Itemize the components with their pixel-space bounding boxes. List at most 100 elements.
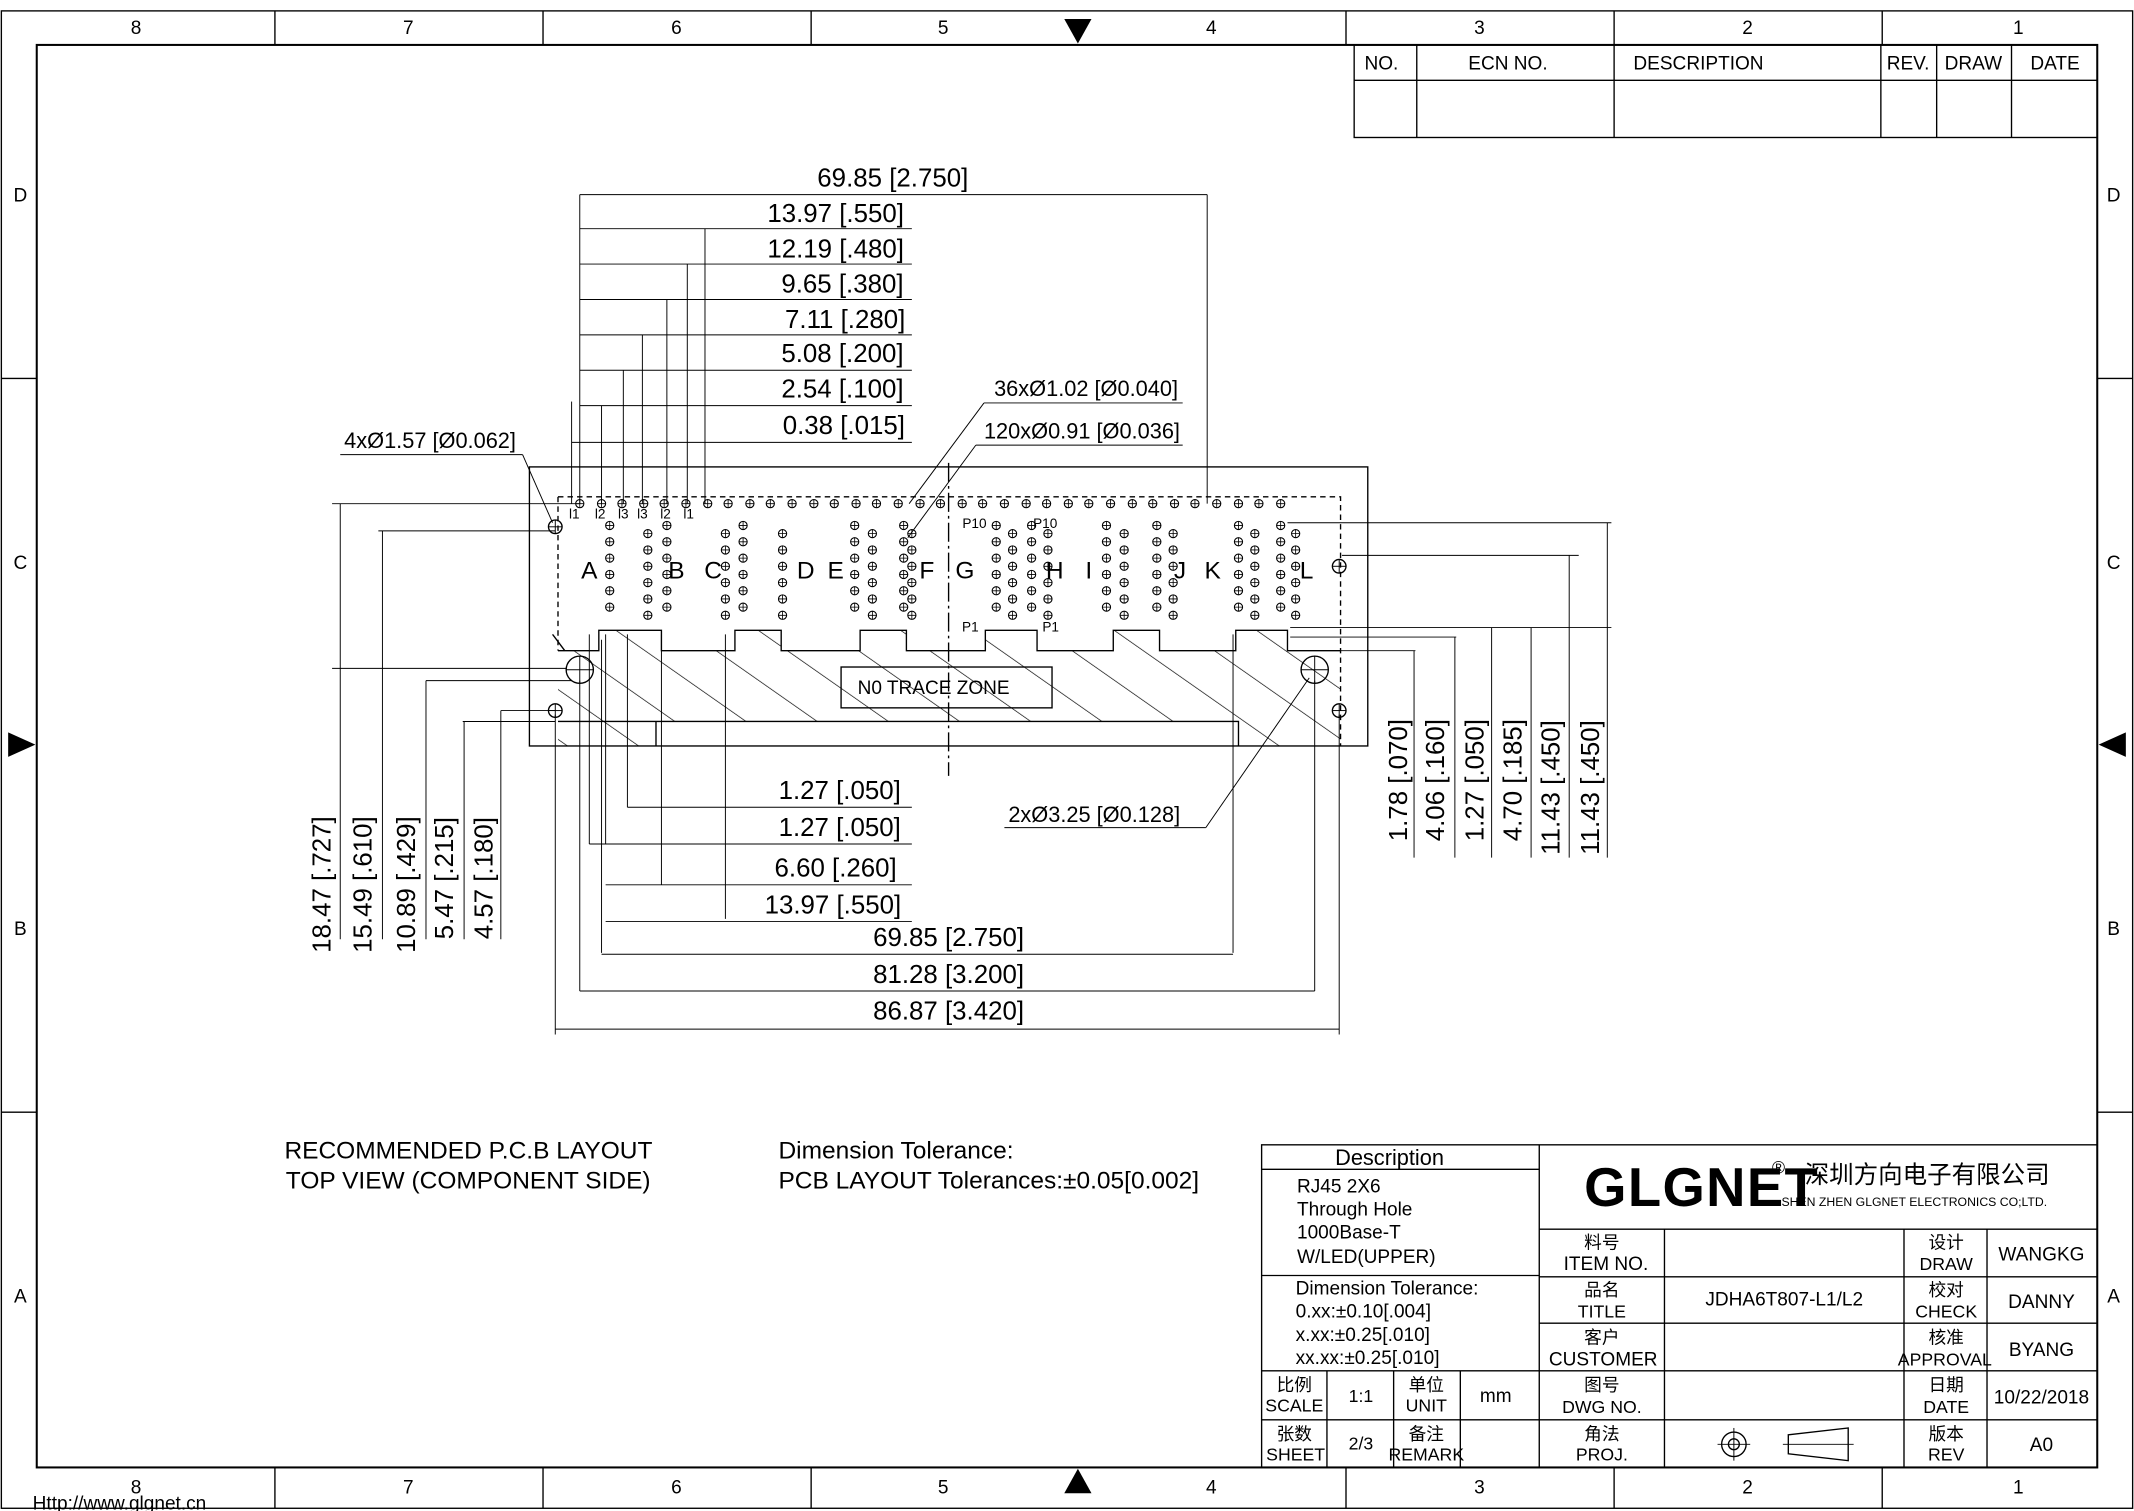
check-label-cn: 校对 <box>1928 1280 1963 1300</box>
dim-left: 10.89 [.429] <box>393 816 421 953</box>
draw-label: DRAW <box>1919 1254 1973 1274</box>
pin-hole-cross <box>681 499 691 508</box>
row-label-right-a: A <box>2107 1287 2120 1308</box>
pin-hole-cross <box>1291 529 1300 538</box>
pin-hole-cross <box>992 570 1001 579</box>
dim-top-overall: 69.85 [2.750] <box>817 164 968 192</box>
item-no-label: ITEM NO. <box>1564 1254 1649 1275</box>
pin-hole-cross <box>1291 562 1300 571</box>
dim-bottom: 6.60 [.260] <box>775 855 897 883</box>
pin-hole-cross <box>1152 554 1161 563</box>
pin-hole-cross <box>1043 562 1053 571</box>
port-letter-d: D <box>797 558 815 585</box>
pin-hole-cross <box>778 545 787 555</box>
pin-hole-cross <box>1008 578 1017 587</box>
pin-hole-cross <box>605 586 614 595</box>
pin-hole-cross <box>868 529 877 538</box>
scale-value: 1:1 <box>1349 1386 1374 1406</box>
dim-top: 5.08 [.200] <box>781 340 903 368</box>
pin-hole-cross <box>739 586 748 595</box>
proj-label-cn: 角法 <box>1584 1424 1619 1444</box>
dim-bottom: 13.97 [.550] <box>765 891 902 919</box>
pin-hole-cross <box>1169 545 1178 555</box>
pin-hole-cross <box>899 603 908 612</box>
pin-hole-cross <box>1043 545 1053 555</box>
pin-hole-cross <box>778 562 787 571</box>
right-dimensions: 1.78 [.070] 4.06 [.160] 1.27 [.050] 4.70… <box>1287 522 1612 858</box>
pin-hole-cross <box>1276 554 1285 563</box>
pin-array <box>575 499 1301 620</box>
pin-hole-cross <box>915 499 925 508</box>
dim-left: 5.47 [.215] <box>431 817 459 939</box>
rev-value: A0 <box>2030 1435 2053 1456</box>
pin-hole-cross <box>992 586 1001 595</box>
col-label-top-8: 8 <box>131 18 142 39</box>
col-label-bottom-2: 2 <box>1742 1477 1753 1498</box>
pin-hole-cross <box>739 537 748 546</box>
registered-mark: ® <box>1772 1157 1785 1177</box>
item-no-label-cn: 料号 <box>1584 1232 1619 1252</box>
pcb-tolerance: PCB LAYOUT Tolerances:±0.05[0.002] <box>778 1167 1199 1194</box>
description-header: Description <box>1335 1145 1444 1170</box>
pin-hole-cross <box>978 499 987 508</box>
rev-header-no: NO. <box>1364 53 1398 74</box>
rev-label-cn: 版本 <box>1928 1424 1964 1444</box>
pin-hole-cross <box>1043 578 1053 587</box>
col-label-bottom-4: 4 <box>1206 1477 1217 1498</box>
pin-hole-cross <box>1250 529 1259 538</box>
pin-hole-cross <box>1043 529 1053 538</box>
pin-hole-cross <box>1064 499 1073 508</box>
led-label: l2 <box>595 507 606 522</box>
footer-url[interactable]: Http://www.glgnet.cn <box>33 1494 207 1511</box>
pin-hole-cross <box>643 611 652 620</box>
pin-hole-cross <box>868 545 877 555</box>
pin-hole-cross <box>1102 603 1111 612</box>
led-label: l1 <box>569 507 580 522</box>
pin-hole-cross <box>1148 499 1157 508</box>
pin-hole-cross <box>739 554 748 563</box>
port-letter-a: A <box>581 558 598 585</box>
pin-hole-cross <box>1120 578 1129 587</box>
port-letters: A B C D E F G H I J K L <box>581 558 1313 585</box>
pin-hole-cross <box>1276 586 1285 595</box>
pin-hole-cross <box>899 554 908 563</box>
customer-label: CUSTOMER <box>1549 1349 1658 1370</box>
pin-hole-cross <box>1120 594 1129 604</box>
pin-hole-cross <box>907 578 916 587</box>
pin-hole-cross <box>850 586 859 595</box>
dim-left: 18.47 [.727] <box>309 816 337 953</box>
pin-hole-cross <box>992 537 1001 546</box>
pin-hole-cross <box>1250 545 1259 555</box>
pin-hole-cross <box>1152 521 1161 530</box>
top-dimensions: 69.85 [2.750] 13.97 [.550] 12.19 [.480] … <box>571 164 1208 504</box>
pin-hole-cross <box>872 499 881 508</box>
pin-hole-cross <box>907 545 916 555</box>
dim-top: 12.19 [.480] <box>767 235 904 263</box>
pin-hole-cross <box>721 611 730 620</box>
led-label: l2 <box>660 507 671 522</box>
pin-hole-cross <box>1152 603 1161 612</box>
description-line: RJ45 2X6 <box>1297 1176 1381 1197</box>
dim-bottom: 1.27 [.050] <box>779 814 901 842</box>
col-label-top-2: 2 <box>1742 18 1753 39</box>
row-label-left-d: D <box>14 185 28 206</box>
pin-hole-cross <box>662 521 671 530</box>
date-label-cn: 日期 <box>1928 1375 1963 1395</box>
check-label: CHECK <box>1915 1302 1977 1322</box>
pin-hole-cross <box>1042 499 1051 508</box>
pin-hole-cross <box>605 537 614 546</box>
col-label-bottom-5: 5 <box>938 1477 949 1498</box>
title-block: Description RJ45 2X6 Through Hole 1000Ba… <box>1260 1144 2098 1469</box>
pin-hole-cross <box>1291 594 1300 604</box>
proj-label: PROJ. <box>1576 1445 1628 1465</box>
pin-hole-cross <box>662 570 671 579</box>
pin-hole-cross <box>778 611 787 620</box>
dim-right: 1.78 [.070] <box>1385 719 1413 841</box>
pin-hole-cross <box>868 594 877 604</box>
pin-hole-cross <box>1250 594 1259 604</box>
pin-hole-cross <box>1291 545 1300 555</box>
pin-hole-cross <box>1102 570 1111 579</box>
rev-header-ecn: ECN NO. <box>1468 53 1547 74</box>
pin-hole-cross <box>643 578 652 587</box>
pin-hole-cross <box>1152 570 1161 579</box>
